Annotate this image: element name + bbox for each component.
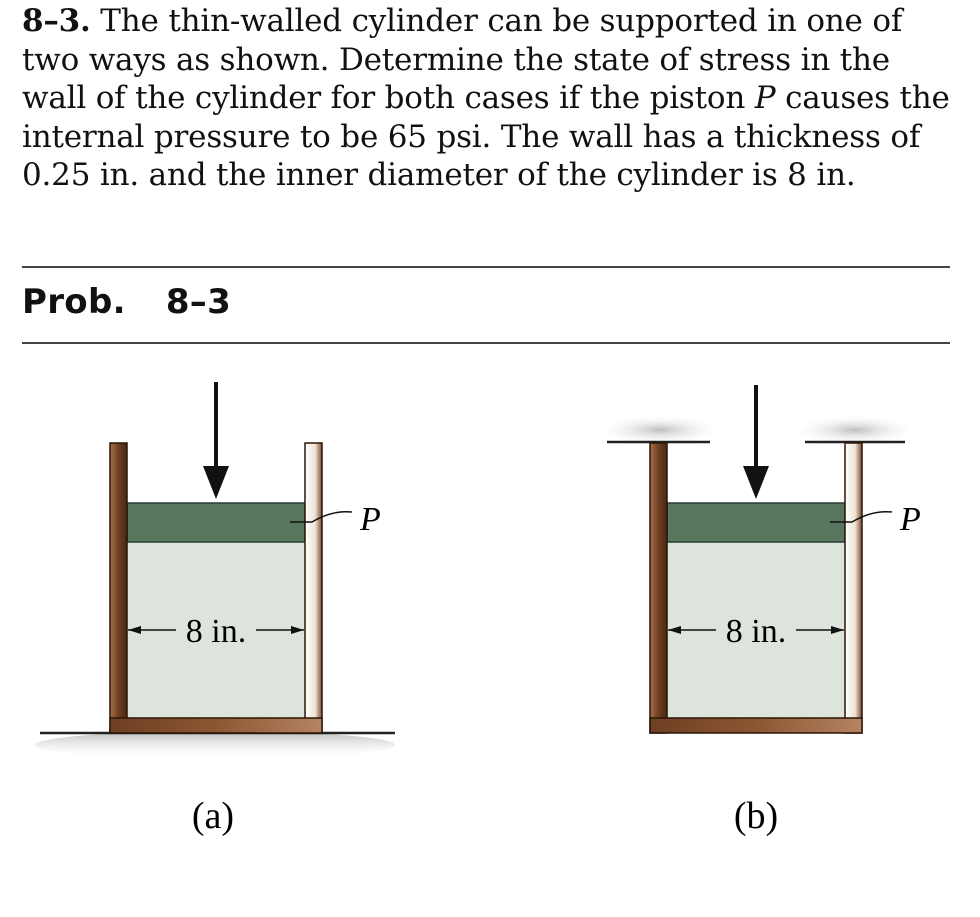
dimension-arrow-left-a <box>128 626 141 634</box>
problem-text-part-1: The thin-walled cylinder can be supporte… <box>22 3 903 116</box>
piston-leader-a <box>290 510 353 523</box>
cylinder-base-b <box>649 717 863 734</box>
dimension-label-b: 8 in. <box>726 613 786 650</box>
piston-label-a: P <box>359 501 381 538</box>
figure-b: P 8 in. (b) <box>605 385 921 837</box>
caption-rule-bottom <box>22 342 950 344</box>
caption-prefix: Prob. <box>22 282 126 322</box>
dimension-label-a: 8 in. <box>186 613 246 650</box>
piston-label-b: P <box>899 501 921 538</box>
dimension-arrow-right-a <box>291 626 304 634</box>
figure-caption: Prob. 8–3 <box>22 282 231 322</box>
cylinder-base-a <box>109 717 323 734</box>
piston-b <box>666 502 846 543</box>
dimension-arrow-left-b <box>668 626 681 634</box>
piston-symbol: P <box>754 80 776 116</box>
piston-leader-b <box>830 510 893 523</box>
dimension-arrow-right-b <box>831 626 844 634</box>
problem-text-part-2: causes the internal pressure to be 65 ps… <box>22 80 950 193</box>
cylinder-right-wall-a <box>304 442 323 734</box>
ground-shadow-a <box>35 731 395 759</box>
problem-number: 8–3. <box>22 3 91 39</box>
cylinder-left-wall-a <box>109 442 128 734</box>
caption-number: 8–3 <box>165 282 232 322</box>
problem-statement: 8–3. The thin-walled cylinder can be sup… <box>22 2 962 195</box>
ceiling-shadow-left-b <box>605 417 715 443</box>
figure-a: P 8 in. (a) <box>35 382 395 837</box>
figure-b-label: (b) <box>734 795 778 837</box>
cylinder-left-wall-b <box>649 442 668 734</box>
ceiling-shadow-right-b <box>800 417 910 443</box>
figure-a-label: (a) <box>192 795 234 837</box>
piston-a <box>126 502 306 543</box>
cylinder-right-wall-b <box>844 442 863 734</box>
caption-rule-top <box>22 266 950 268</box>
load-arrow-head-a <box>203 466 229 499</box>
load-arrow-head-b <box>743 466 769 499</box>
